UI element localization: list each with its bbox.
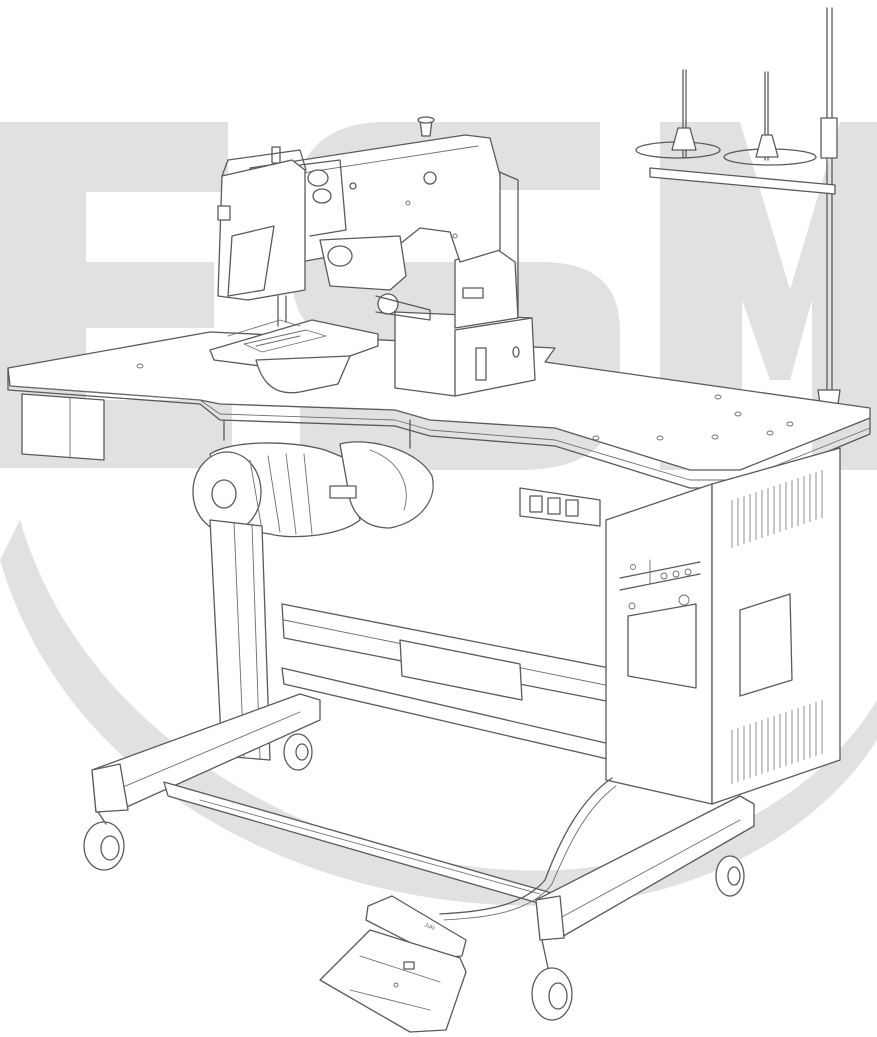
pedal-cable	[439, 777, 613, 915]
pedal-cable-inner	[443, 785, 617, 921]
thread-stand	[635, 7, 841, 405]
motor	[192, 419, 434, 538]
operation-panel	[519, 487, 601, 527]
control-box	[605, 447, 841, 805]
pedal-brand-label: Juki	[423, 922, 435, 932]
vent-bottom	[731, 700, 823, 784]
table-top	[7, 331, 871, 489]
foot-pedal: Juki	[319, 895, 467, 1033]
machine-head	[209, 116, 536, 397]
vent-top	[731, 470, 823, 548]
stand-frame	[83, 519, 755, 1021]
